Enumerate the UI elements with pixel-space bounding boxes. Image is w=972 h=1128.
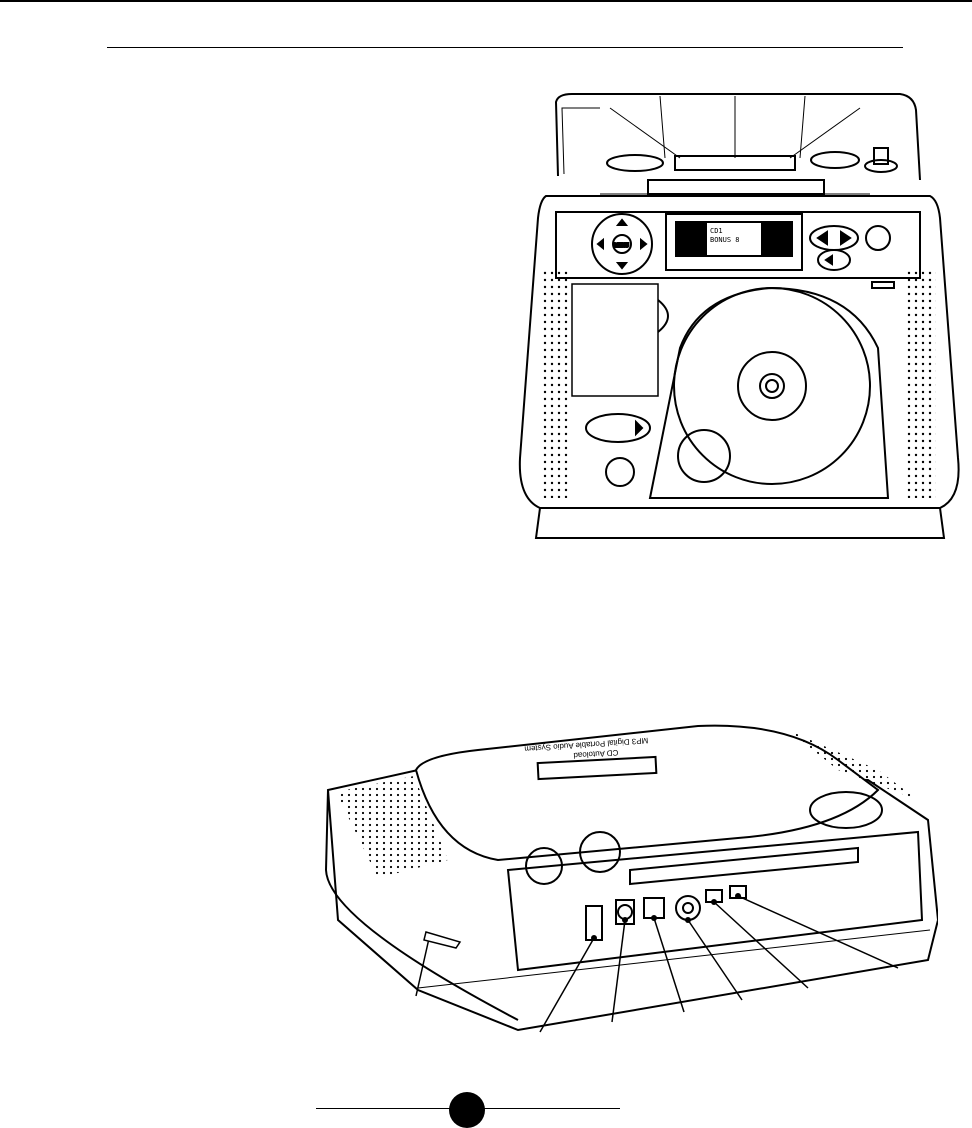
lcd-line-1: CD1 bbox=[710, 227, 723, 235]
top-border-rule bbox=[0, 0, 972, 2]
page-number bbox=[449, 1092, 485, 1128]
page-number-badge bbox=[449, 1092, 485, 1128]
footer-rule-left bbox=[316, 1108, 452, 1109]
lid-text-line-2: CD Autoload bbox=[573, 748, 618, 760]
footer-rule-right bbox=[482, 1108, 620, 1109]
svg-text:MENU: MENU bbox=[614, 243, 629, 249]
front-view-illustration: MENU CD1 BONUS 8 bbox=[518, 93, 960, 539]
speaker-grille bbox=[540, 268, 936, 498]
rear-view-illustration: MP3 Digital Portable Audio System CD Aut… bbox=[324, 724, 938, 1033]
header-rule bbox=[107, 47, 903, 48]
lcd-line-2: BONUS 8 bbox=[710, 236, 740, 244]
